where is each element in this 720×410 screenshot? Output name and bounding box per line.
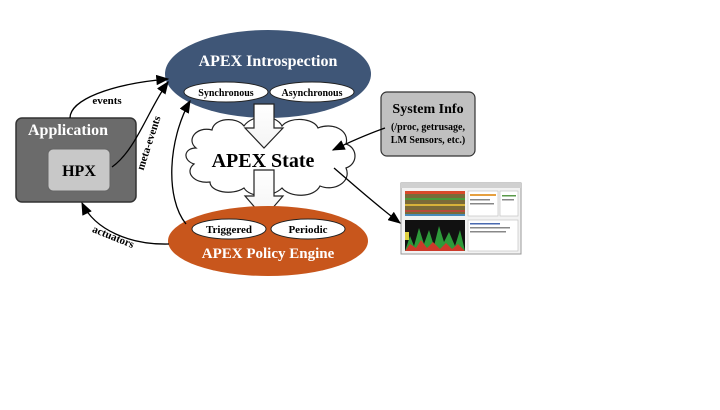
asynchronous-pill	[269, 81, 355, 103]
synchronous-pill	[183, 81, 269, 103]
events-arrow-1	[69, 74, 170, 119]
meta-events-arrow	[171, 99, 191, 225]
triggered-label: Triggered	[206, 224, 252, 236]
events-label: events	[92, 95, 122, 107]
policy-engine-ellipse: Triggered Periodic APEX Policy Engine	[168, 206, 368, 276]
application-title: Application	[28, 122, 108, 139]
meta-events-label: meta-events	[135, 114, 164, 172]
visualization-thumbnail	[400, 182, 522, 255]
system-info-box: System Info (/proc, getrusage, LM Sensor…	[380, 91, 476, 157]
triggered-pill	[191, 218, 267, 240]
introspection-ellipse: APEX Introspection Synchronous Asynchron…	[165, 30, 371, 118]
application-box: Application HPX	[15, 117, 137, 203]
introspection-title: APEX Introspection	[199, 53, 338, 70]
periodic-label: Periodic	[288, 224, 327, 236]
synchronous-label: Synchronous	[198, 88, 254, 99]
periodic-pill	[270, 218, 346, 240]
state-cloud: APEX State	[185, 116, 356, 197]
system-info-title: System Info	[392, 102, 463, 117]
introspection-to-state-arrow	[243, 103, 285, 149]
hpx-label: HPX	[62, 163, 96, 180]
actuators-arrow	[81, 201, 170, 245]
events-arrow-2	[111, 80, 169, 168]
system-info-line-1: (/proc, getrusage,	[391, 122, 465, 133]
state-to-visualization-arrow	[333, 167, 402, 224]
hpx-box	[47, 148, 111, 192]
system-info-line-2: LM Sensors, etc.)	[391, 135, 465, 146]
state-title: APEX State	[212, 150, 315, 172]
system-info-to-state-arrow	[331, 127, 386, 151]
actuators-label: actuators	[90, 223, 136, 251]
policy-engine-title: APEX Policy Engine	[202, 246, 335, 262]
asynchronous-label: Asynchronous	[282, 88, 343, 99]
